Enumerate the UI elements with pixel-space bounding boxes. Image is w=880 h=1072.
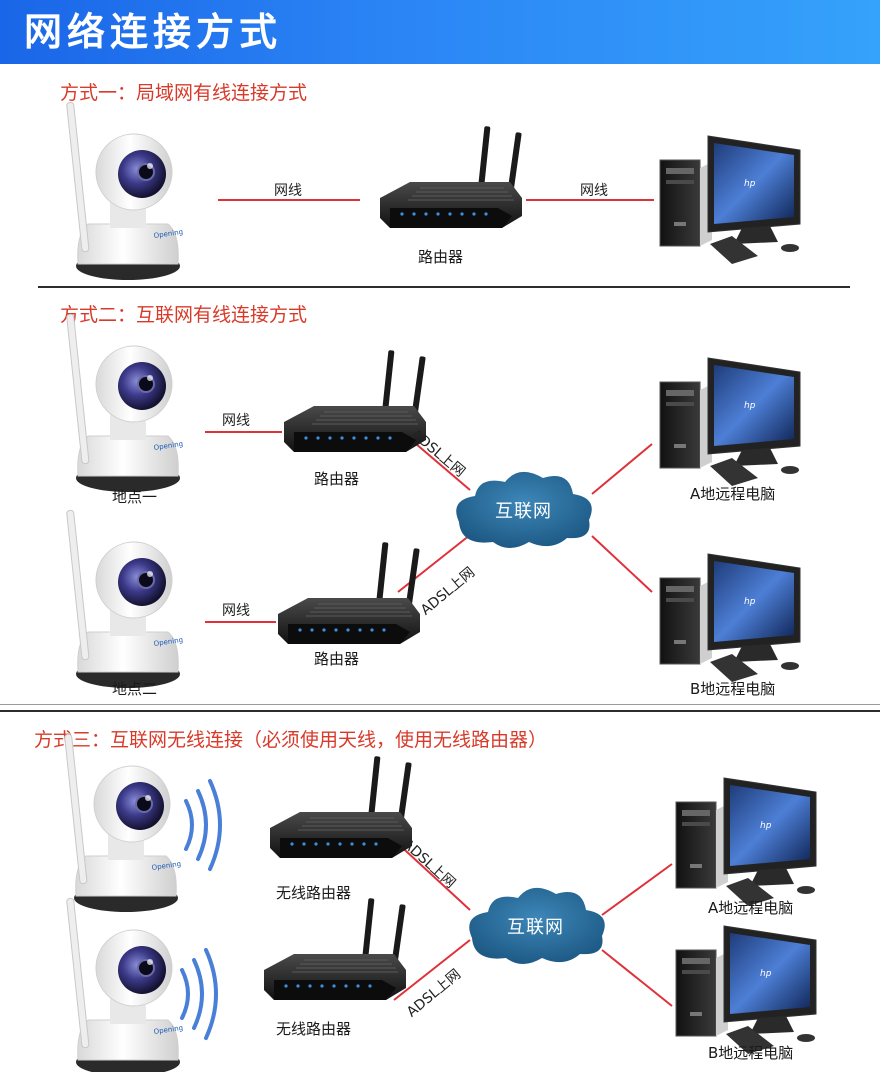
- section-divider: [38, 286, 850, 288]
- wireless-router-caption: 无线路由器: [276, 884, 352, 902]
- section-divider: [0, 704, 880, 705]
- cable-label: 网线: [274, 183, 302, 199]
- page-title: 网络连接方式: [24, 10, 283, 54]
- remote-a-label: A地远程电脑: [690, 485, 776, 503]
- section-2-title: 方式二：互联网有线连接方式: [60, 304, 308, 326]
- internet-label: 互联网: [507, 917, 564, 938]
- wireless-router-caption: 无线路由器: [276, 1020, 352, 1038]
- section-divider: [0, 710, 880, 712]
- desktop-computer-icon: [675, 777, 817, 907]
- router-icon: [263, 897, 407, 1001]
- router-caption: 路由器: [314, 470, 360, 488]
- desktop-computer-icon: [675, 925, 817, 1055]
- ip-camera-icon: [63, 733, 183, 913]
- desktop-computer-icon: [659, 553, 801, 683]
- desktop-computer-icon: [659, 135, 801, 265]
- ip-camera-icon: [65, 897, 185, 1072]
- cable-label: 网线: [222, 413, 250, 429]
- section-3-title: 方式三：互联网无线连接（必须使用天线，使用无线路由器）: [34, 729, 548, 751]
- remote-b-label: B地远程电脑: [690, 680, 776, 698]
- site-one-label: 地点一: [112, 488, 158, 506]
- site-two-label: 地点二: [112, 680, 158, 698]
- desktop-computer-icon: [659, 357, 801, 487]
- router-caption: 路由器: [418, 248, 464, 266]
- remote-b-label: B地远程电脑: [708, 1044, 794, 1062]
- internet-label: 互联网: [495, 501, 552, 522]
- connection-lines: [205, 199, 673, 1007]
- ip-camera-icon: [65, 313, 185, 493]
- ip-camera-icon: [65, 101, 185, 281]
- wifi-signal-icon: [180, 948, 218, 1040]
- router-icon: [283, 349, 427, 453]
- router-caption: 路由器: [314, 650, 360, 668]
- router-icon: [269, 755, 413, 859]
- remote-a-label: A地远程电脑: [708, 899, 794, 917]
- wifi-signal-icon: [184, 779, 222, 871]
- header-banner: 网络连接方式: [0, 0, 880, 64]
- router-icon: [277, 541, 421, 645]
- ip-camera-icon: [65, 509, 185, 689]
- router-icon: [379, 125, 523, 229]
- cable-label: 网线: [222, 603, 250, 619]
- cable-label: 网线: [580, 183, 608, 199]
- section-1-title: 方式一：局域网有线连接方式: [60, 82, 308, 104]
